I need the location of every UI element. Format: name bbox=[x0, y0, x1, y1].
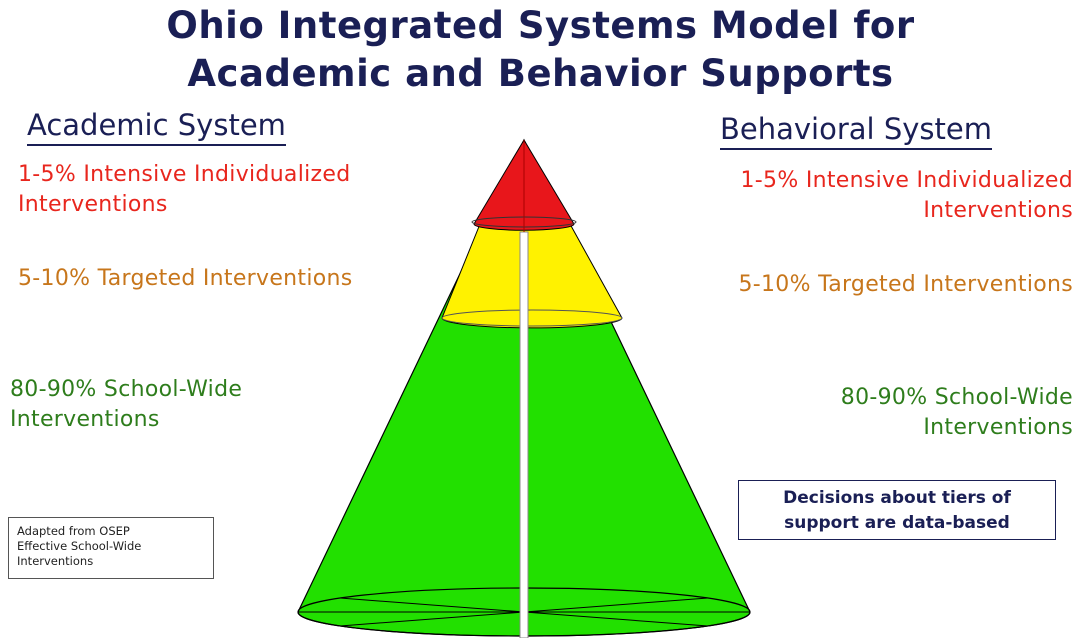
behavioral-tier-schoolwide-line-1: 80-90% School-Wide bbox=[840, 385, 1073, 410]
behavioral-tier-intensive: 1-5% Intensive Individualized Interventi… bbox=[741, 166, 1074, 226]
behavioral-tier-schoolwide: 80-90% School-Wide Interventions bbox=[841, 383, 1073, 443]
targeted-tier-ellipse bbox=[441, 309, 623, 327]
academic-tier-intensive: 1-5% Intensive Individualized Interventi… bbox=[18, 160, 351, 220]
academic-tier-schoolwide-line-1: 80-90% School-Wide bbox=[10, 377, 243, 402]
source-note-line-2: Effective School-Wide bbox=[17, 539, 142, 553]
decision-note-line-2: support are data-based bbox=[784, 513, 1010, 533]
academic-tier-targeted-line-1: 5-10% Targeted Interventions bbox=[18, 266, 353, 291]
academic-tier-schoolwide-line-2: Interventions bbox=[10, 407, 160, 432]
behavioral-system-heading: Behavioral System bbox=[720, 112, 992, 150]
behavioral-tier-targeted: 5-10% Targeted Interventions bbox=[738, 270, 1073, 300]
source-note-line-1: Adapted from OSEP bbox=[17, 524, 130, 538]
academic-tier-targeted: 5-10% Targeted Interventions bbox=[18, 264, 353, 294]
behavioral-tier-intensive-line-1: 1-5% Intensive Individualized bbox=[740, 168, 1073, 193]
decision-note-line-1: Decisions about tiers of bbox=[783, 488, 1011, 508]
behavioral-tier-targeted-line-1: 5-10% Targeted Interventions bbox=[738, 272, 1073, 297]
center-pole bbox=[519, 231, 529, 638]
source-note-box: Adapted from OSEP Effective School-Wide … bbox=[8, 517, 214, 579]
academic-system-heading: Academic System bbox=[27, 108, 286, 146]
behavioral-tier-intensive-line-2: Interventions bbox=[923, 198, 1073, 223]
source-note-line-3: Interventions bbox=[17, 554, 94, 568]
decision-note-box: Decisions about tiers of support are dat… bbox=[738, 480, 1056, 540]
academic-tier-intensive-line-1: 1-5% Intensive Individualized bbox=[18, 162, 351, 187]
academic-tier-intensive-line-2: Interventions bbox=[18, 192, 168, 217]
page-title-line-1: Ohio Integrated Systems Model for bbox=[166, 4, 915, 47]
targeted-tier-shape bbox=[441, 223, 623, 329]
page-title-line-2: Academic and Behavior Supports bbox=[187, 52, 894, 95]
academic-tier-schoolwide: 80-90% School-Wide Interventions bbox=[10, 375, 242, 435]
behavioral-tier-schoolwide-line-2: Interventions bbox=[923, 415, 1073, 440]
